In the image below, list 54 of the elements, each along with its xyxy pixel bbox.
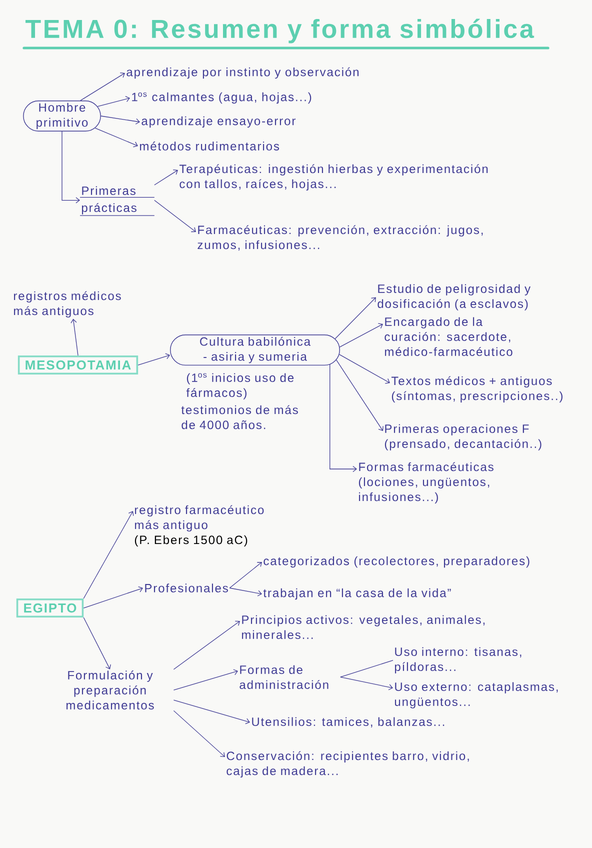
side-note: testimonios de más de 4000 años. [181,405,298,430]
note-text: Farmacéuticas: prevención, extracción: jugos, zumos, infusiones... [198,225,483,251]
arrow [80,72,125,101]
arrow [330,364,357,472]
note-text: Conservación: recipientes barro, vidrio, cajas de madera... [226,751,469,778]
arrow [62,131,80,204]
note-text: 1$^{os}$ calmantes (agua, hojas...) [132,92,312,104]
arrow [138,353,170,366]
note-text: Textos médicos + antiguos (síntomas, prescripciones..) [391,376,562,403]
arrow [336,360,384,431]
title: TEMA 0: Resumen y forma simbólica [22,18,550,50]
note-text: Terapéuticas: ingestión hierbas y experimentación con tallos, raíces, hojas... [179,164,488,191]
arrow [154,200,196,232]
underlined-heading: Primeras prácticas [80,186,155,216]
arrow [339,323,383,348]
note-text: Uso externo: cataplasmas, ungüentos... [395,682,558,708]
note-text: aprendizaje por instinto y observación [126,67,359,79]
arrow [340,676,393,690]
note-text: registro farmacéutico más antiguo (P. Ebers 1500 aC) [134,505,264,547]
boxed-heading: EGIPTO [16,598,84,618]
boxed-heading: MESOPOTAMIA [18,356,138,374]
note-text: Estudio de peligrosidad y dosificación (a esclavos) [378,284,530,310]
note-text: Uso interno: tisanas, píldoras... [394,647,522,674]
arrow [339,354,390,384]
arrow [83,617,111,670]
note-text: Formulación y preparación medicamentos [66,670,154,710]
arrow [94,128,138,148]
arrow [70,318,78,356]
note-text: Formas farmacéuticas (lociones, ungüentos, infusiones...) [358,462,494,504]
side-note: (1$^{os}$ inicios uso de fármacos) [186,373,294,400]
arrow [173,620,240,670]
note-text: Profesionales [145,584,228,592]
note-text: Principios activos: vegetales, animales, minerales... [242,615,485,639]
arrow [97,96,130,107]
arrow [83,586,143,608]
arrow [100,116,140,124]
connector-line [340,660,394,678]
arrow [173,700,250,724]
arrow [154,170,178,186]
arrow [229,588,262,596]
note-text: categorizados (recolectores, preparadores) [264,556,530,568]
note-text: registros médicos más antiguos [14,291,121,318]
note-text: aprendizaje ensayo-error [142,116,296,128]
arrow [229,562,262,588]
note-text: Primeras operaciones F (prensado, decantación..) [384,424,542,450]
note-text: métodos rudimentarios [140,142,280,150]
arrow [334,297,376,340]
note-text: Formas de administración [240,665,328,689]
arrow [173,710,225,757]
arrow [173,669,238,690]
arrow [83,511,134,599]
note-text: Utensilios: tamices, balanzas... [252,717,444,728]
note-text: trabajan en “la casa de la vida” [263,588,451,600]
note-text: Encargado de la curación: sacerdote, médico-farmacéutico [384,317,512,356]
